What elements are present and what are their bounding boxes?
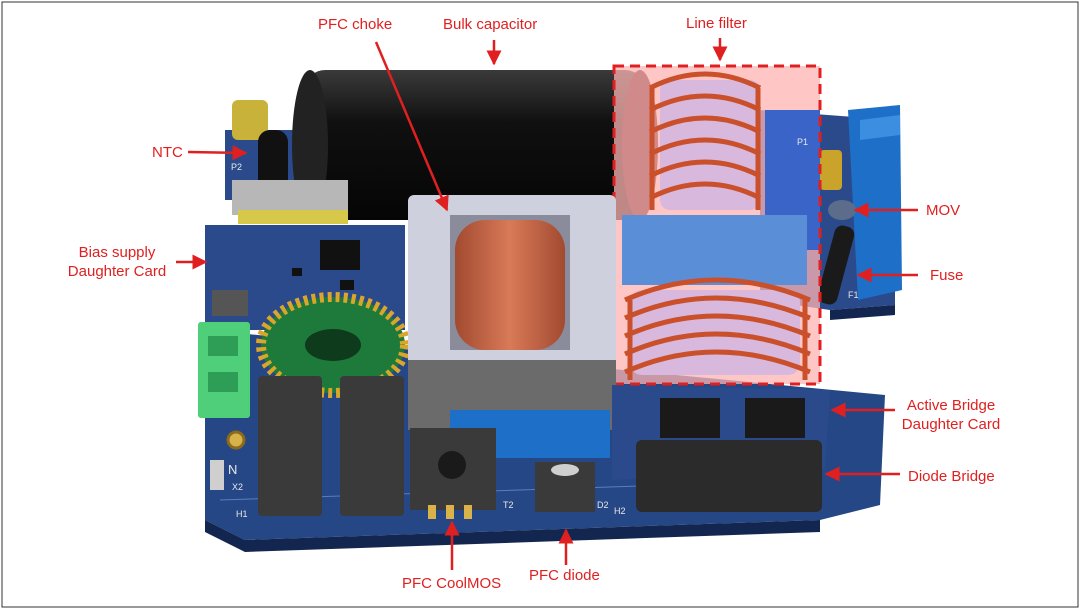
silk-p2: P2 <box>231 162 242 172</box>
mounting-hole <box>226 430 246 450</box>
connector-pins <box>210 460 224 490</box>
silk-x2: X2 <box>232 482 243 492</box>
fuse-body <box>817 225 855 305</box>
label-ntc: NTC <box>152 144 183 161</box>
label-pfc-choke: PFC choke <box>318 16 393 33</box>
label-bias-supply: Bias supply Daughter Card <box>62 243 172 281</box>
mov-body <box>820 150 842 190</box>
label-mov: MOV <box>926 202 961 219</box>
label-fuse: Fuse <box>930 267 964 284</box>
label-diode-bridge: Diode Bridge <box>908 468 995 485</box>
silk-h2: H2 <box>614 506 626 516</box>
label-active-bridge: Active Bridge Daughter Card <box>895 396 1007 434</box>
mov-disc <box>828 200 856 220</box>
inductor-block-left <box>258 376 322 516</box>
silk-d2: D2 <box>597 500 609 510</box>
ntc-body <box>232 100 268 140</box>
toroid-inductor <box>256 292 410 398</box>
silk-h1: H1 <box>236 509 248 519</box>
pfc-choke-body <box>408 195 616 430</box>
label-pfc-coolmos: PFC CoolMOS <box>402 575 502 592</box>
silk-p1: P1 <box>797 137 808 147</box>
label-bias-supply-line1: Bias supply <box>78 244 156 261</box>
silk-t2: T2 <box>503 500 514 510</box>
arrow-ntc <box>187 145 248 161</box>
label-pfc-diode: PFC diode <box>529 567 600 584</box>
silk-n: N <box>228 462 237 477</box>
label-bulk-capacitor: Bulk capacitor <box>443 16 538 33</box>
input-connector <box>848 105 902 300</box>
pfc-coolmos-body <box>410 428 496 519</box>
silk-f1: F1 <box>848 290 859 300</box>
arrow-pfc-choke <box>374 41 449 212</box>
label-active-bridge-line2: Daughter Card <box>901 416 1001 433</box>
inductor-block-right <box>340 376 404 516</box>
callout-arrows <box>176 38 918 570</box>
pfc-diode-body <box>535 462 595 512</box>
diode-bridge-body <box>636 440 822 512</box>
line-filter-area <box>612 64 822 386</box>
label-line-filter: Line filter <box>686 15 747 32</box>
label-bias-supply-line2: Daughter Card <box>67 263 167 280</box>
label-active-bridge-line1: Active Bridge <box>906 397 996 414</box>
